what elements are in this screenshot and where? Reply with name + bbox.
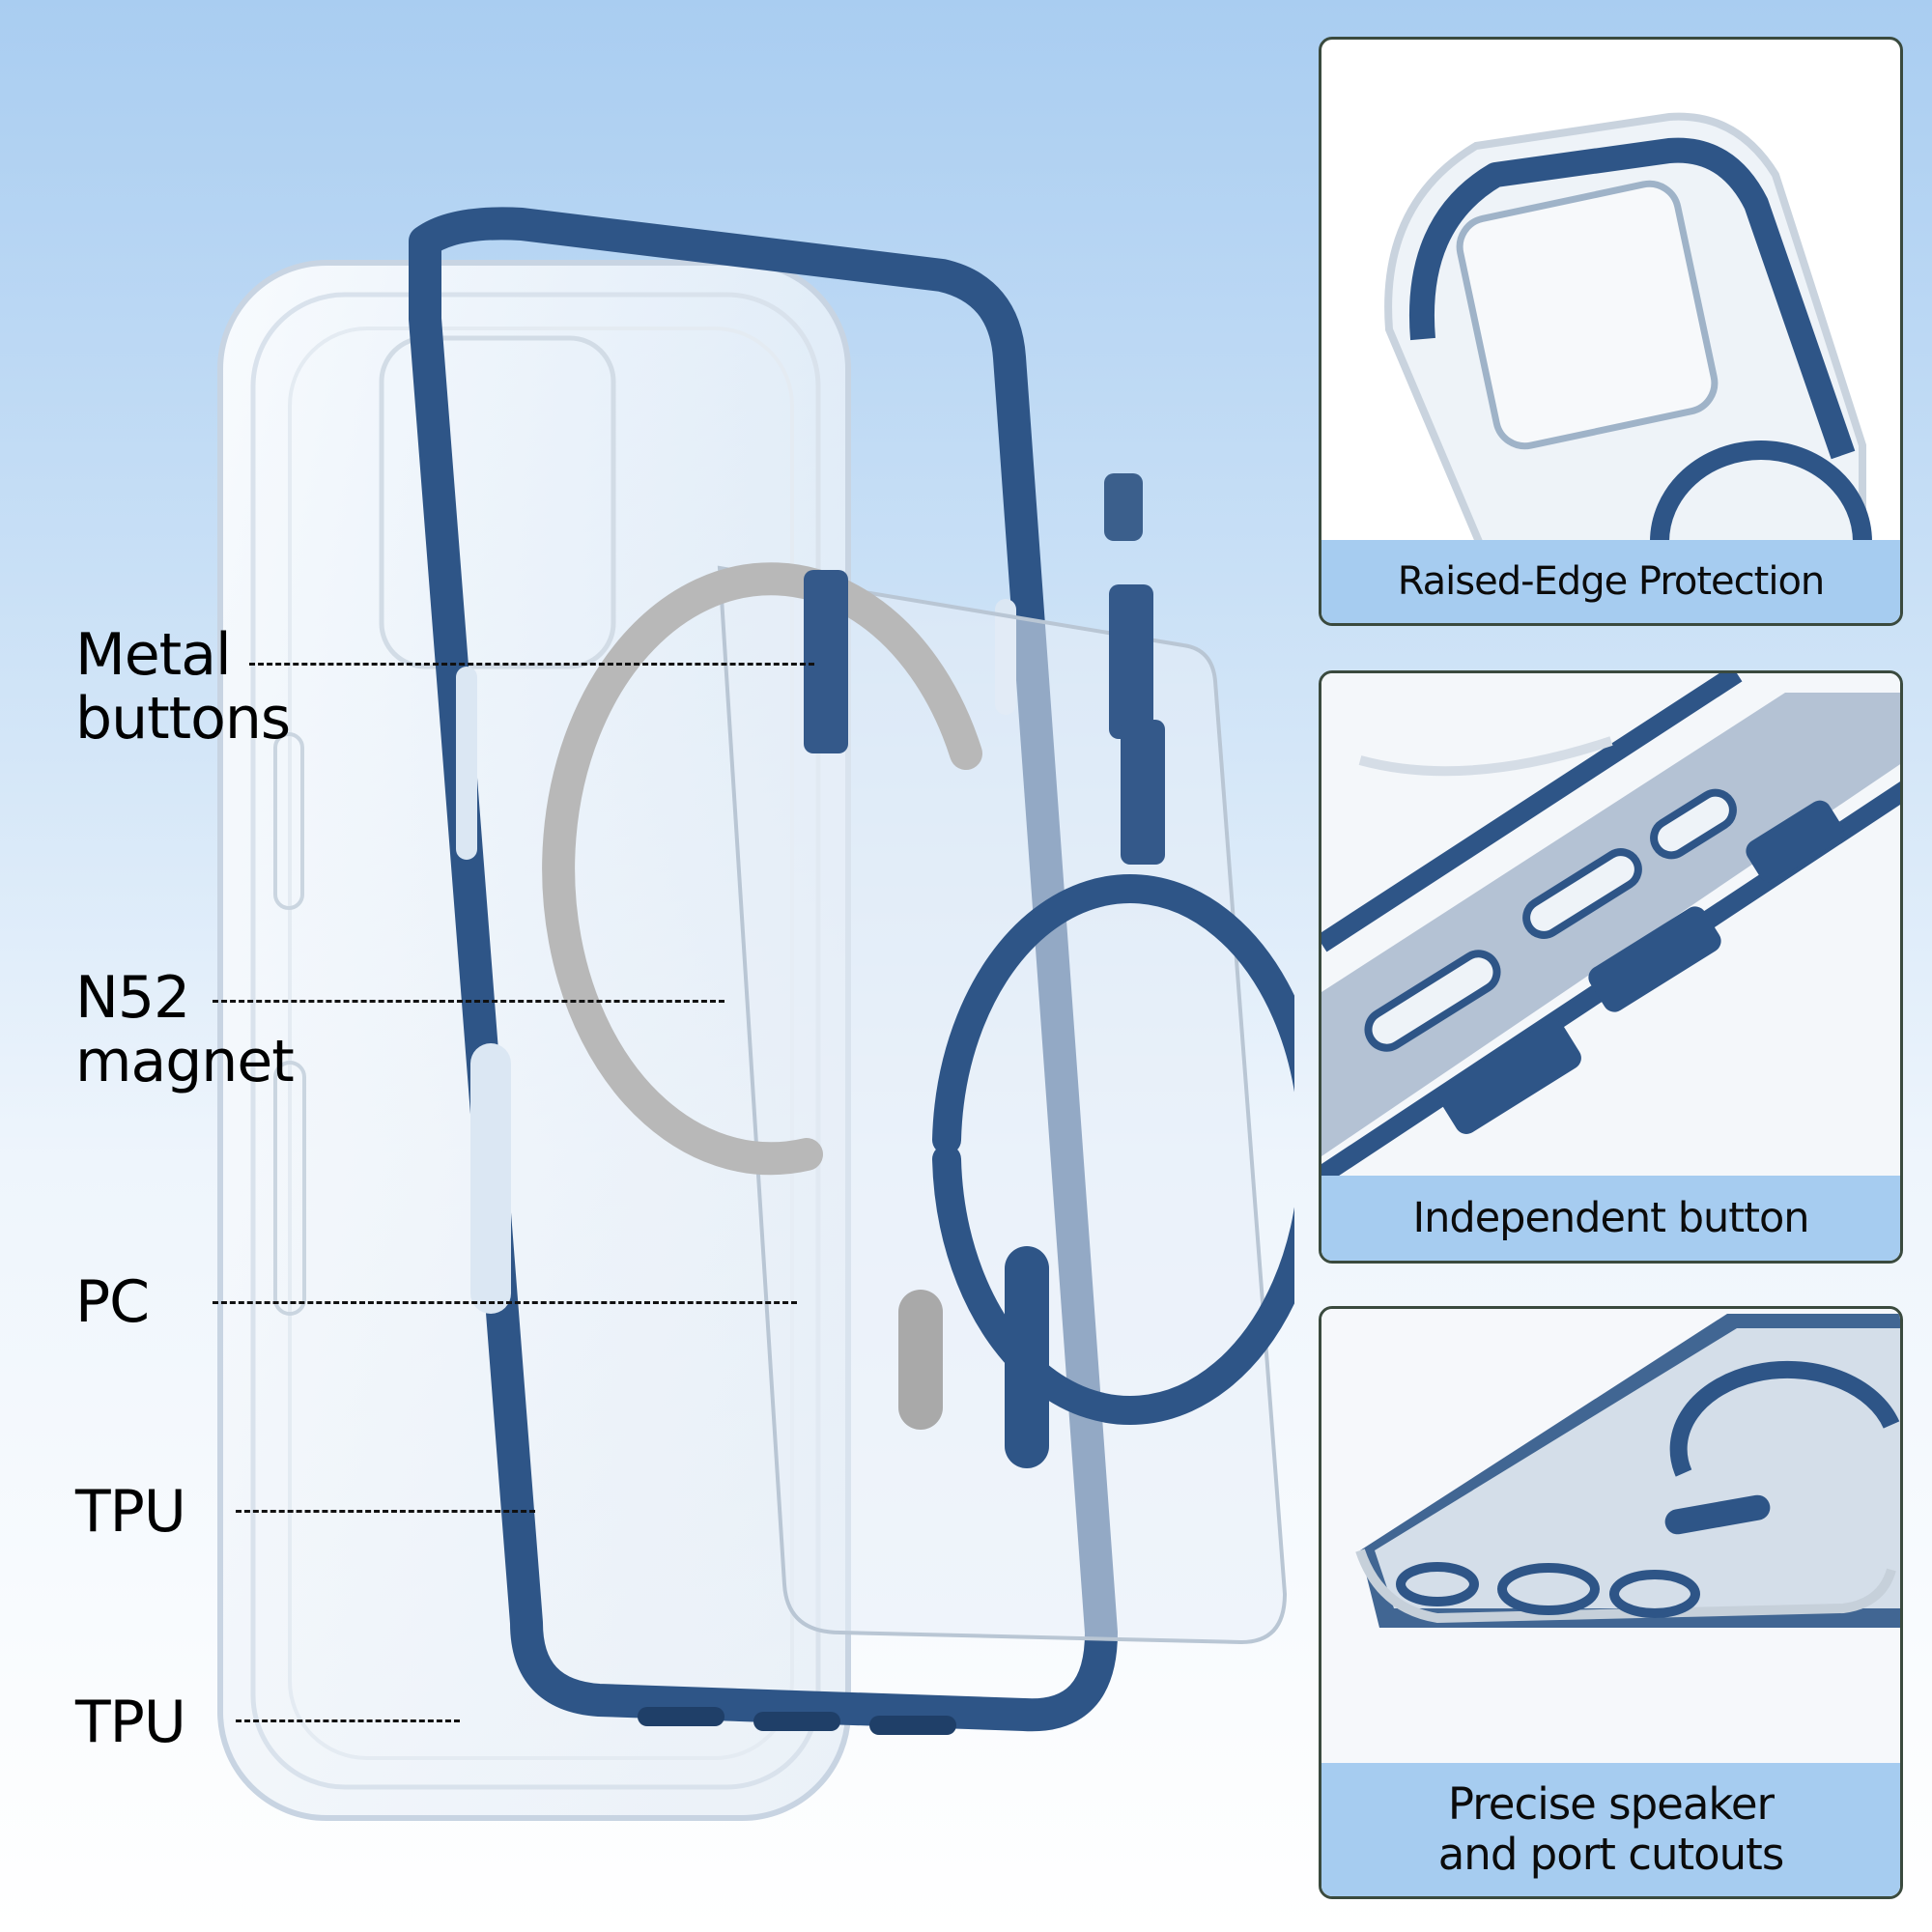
layer-label-line1: Metal — [75, 621, 232, 689]
layer-label-tpu-shell: TPU — [75, 1689, 186, 1756]
leader-line-tpu-frame — [236, 1510, 535, 1513]
layer-label-line2: magnet — [75, 1028, 295, 1095]
case-layers-graphic — [217, 207, 1294, 1821]
exploded-case-illustration — [217, 207, 1294, 1821]
leader-line-n52-magnet — [213, 1000, 724, 1003]
feature-caption: Precise speaker and port cutouts — [1321, 1763, 1900, 1896]
feature-panel-independent-button: Independent button — [1319, 670, 1903, 1264]
layer-label-pc: PC — [75, 1268, 150, 1336]
metal-buttons-group — [804, 473, 1165, 865]
independent-button-closeup-image — [1321, 673, 1900, 1261]
caption-text: Raised-Edge Protection — [1397, 559, 1826, 604]
raised-edge-closeup-image — [1384, 112, 1872, 584]
leader-line-metal-buttons — [249, 663, 814, 666]
caption-text-line1: Precise speaker — [1447, 1778, 1775, 1830]
layer-label-tpu-frame: TPU — [75, 1478, 186, 1546]
blue-orientation-tab — [1005, 1246, 1049, 1468]
leader-line-tpu-shell — [236, 1719, 460, 1722]
caption-text: Independent button — [1412, 1194, 1809, 1242]
layer-label-line1: PC — [75, 1268, 150, 1336]
feature-caption: Raised-Edge Protection — [1321, 540, 1900, 623]
layer-label-line1: TPU — [75, 1689, 186, 1756]
leader-line-pc — [213, 1301, 797, 1304]
feature-caption: Independent button — [1321, 1176, 1900, 1261]
feature-panel-speaker-port-cutouts: Precise speaker and port cutouts — [1319, 1306, 1903, 1899]
layer-label-line1: TPU — [75, 1478, 186, 1546]
layer-label-metal-buttons: Metal buttons — [75, 621, 291, 753]
layer-label-n52-magnet: N52 magnet — [75, 964, 295, 1095]
n52-magnet-ring — [542, 562, 982, 1176]
layer-label-line1: N52 — [75, 964, 190, 1032]
layer-label-line2: buttons — [75, 685, 291, 753]
feature-panel-raised-edge: Raised-Edge Protection — [1319, 37, 1903, 626]
grey-alignment-tab — [898, 1290, 943, 1430]
caption-text-line2: and port cutouts — [1437, 1829, 1785, 1880]
